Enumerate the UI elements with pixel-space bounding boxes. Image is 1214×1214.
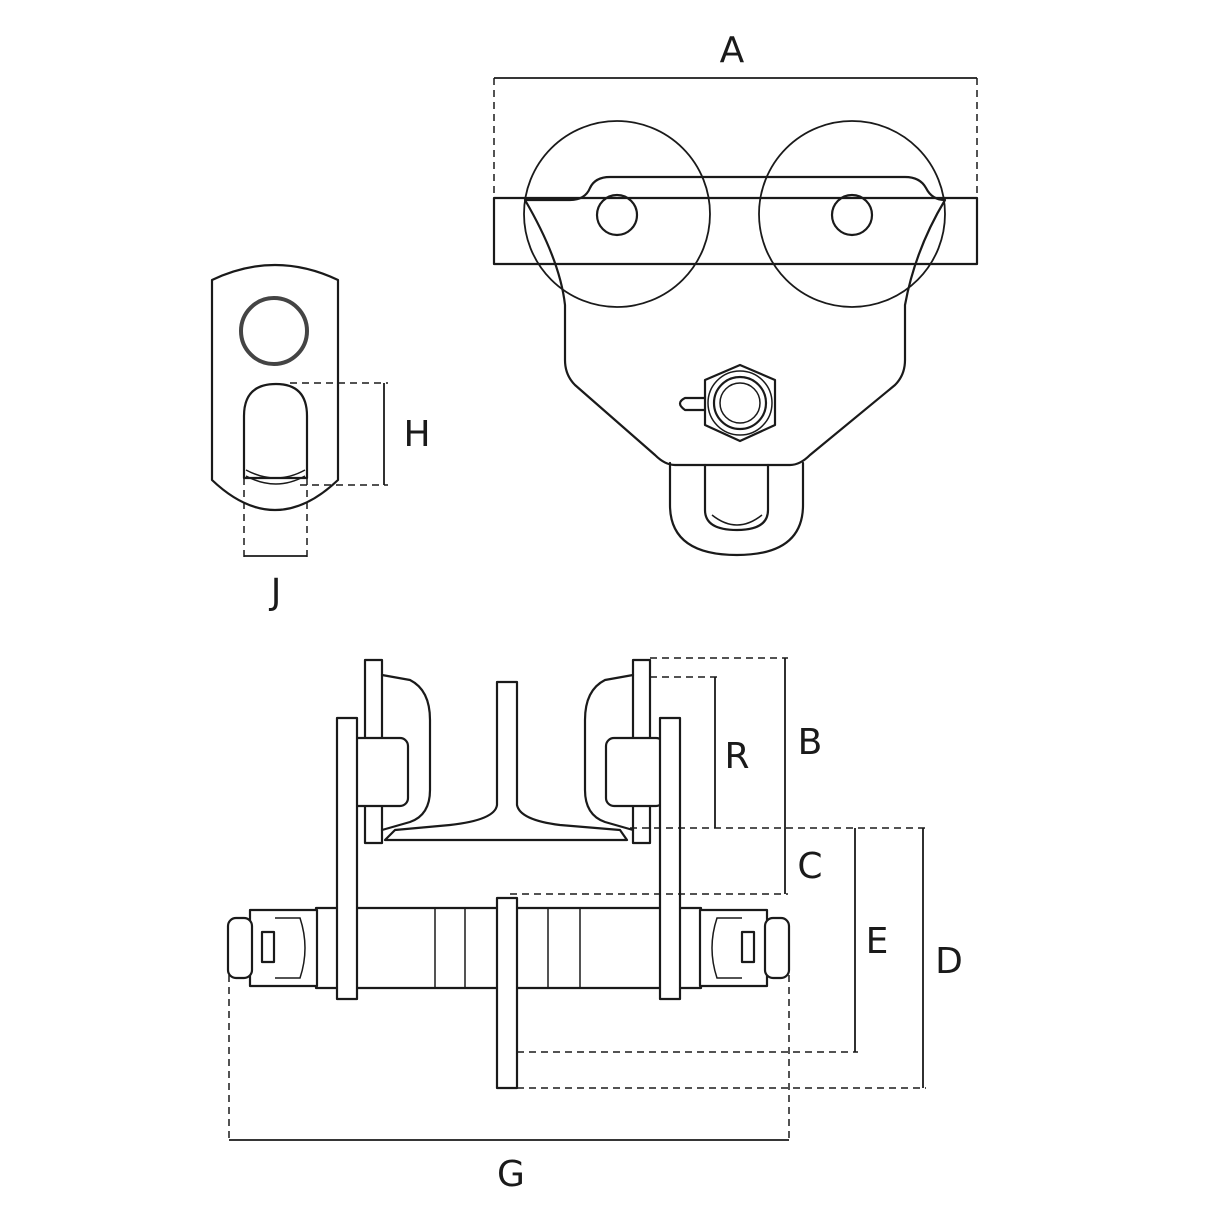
- left-wheel-bearing: [348, 736, 410, 808]
- slot-bottom-curve-2: [245, 475, 306, 485]
- front-plate-body: [523, 175, 947, 467]
- nut-inner-ring: [719, 382, 761, 424]
- center-shackle-plate: [495, 896, 519, 1090]
- nut-outer-ring: [707, 370, 773, 436]
- label-r: R: [724, 736, 749, 777]
- bottom-view: [226, 657, 926, 1142]
- right-nut: [698, 908, 769, 988]
- cotter-pin: [678, 396, 707, 412]
- right-wheel-hub: [583, 673, 635, 832]
- label-h: H: [403, 414, 430, 455]
- left-cotter: [260, 930, 276, 964]
- front-view: [492, 77, 979, 557]
- shackle-pin-curve: [711, 514, 763, 526]
- label-b: B: [798, 722, 823, 763]
- right-wheel: [758, 120, 946, 308]
- shackle-eye: [668, 461, 805, 557]
- beam-flange: [492, 196, 979, 266]
- slot-bottom-curve: [245, 469, 306, 479]
- left-side-plate: [335, 716, 359, 1001]
- label-g: G: [497, 1154, 525, 1195]
- left-nut-detail: [275, 917, 306, 979]
- left-wheel-hub: [380, 673, 432, 832]
- beam-web: [383, 680, 629, 842]
- right-axle-hole: [830, 193, 874, 237]
- hex-nut: [703, 363, 777, 443]
- right-cotter: [740, 930, 756, 964]
- label-d: D: [935, 941, 963, 982]
- right-side-plate: [658, 716, 682, 1001]
- right-nut-detail: [711, 917, 742, 979]
- side-plate-view: [210, 263, 388, 558]
- plate-slot: [242, 382, 309, 480]
- left-nut: [248, 908, 319, 988]
- plate-axle-hole: [239, 296, 309, 366]
- shackle-inner: [703, 463, 770, 532]
- label-e: E: [866, 921, 889, 962]
- label-j: J: [269, 572, 282, 613]
- right-axle-end: [763, 916, 791, 980]
- label-c: C: [797, 846, 822, 887]
- right-wheel-bearing: [604, 736, 666, 808]
- left-wheel: [523, 120, 711, 308]
- nut-bore: [712, 375, 768, 431]
- left-axle-hole: [595, 193, 639, 237]
- side-plate-outline: [210, 263, 340, 511]
- label-a: A: [720, 30, 745, 71]
- left-axle-end: [226, 916, 254, 980]
